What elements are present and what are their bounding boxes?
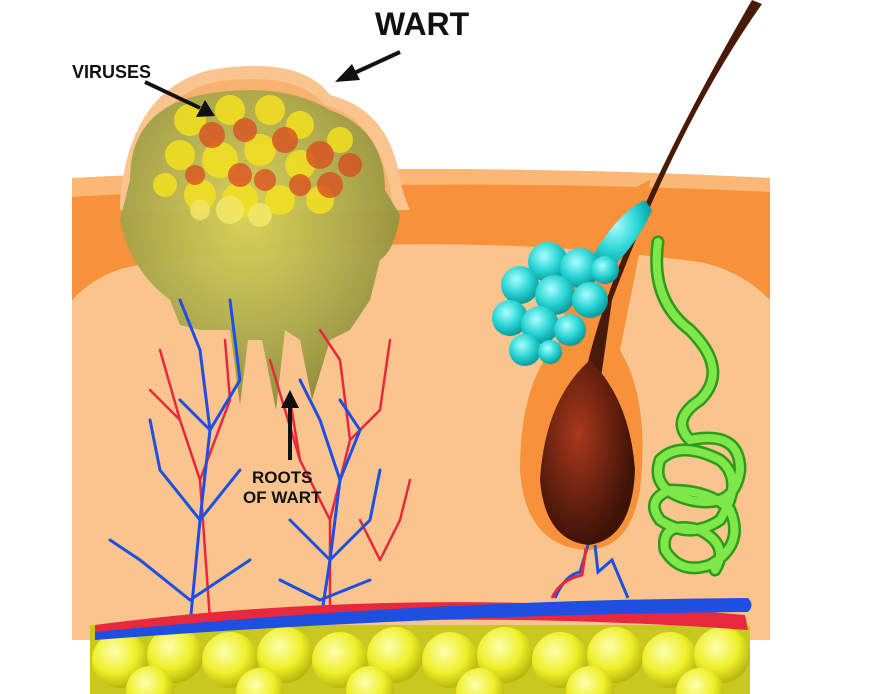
fat-layer bbox=[90, 625, 750, 694]
capillaries bbox=[108, 298, 412, 627]
sebaceous-gland bbox=[492, 200, 652, 366]
hair-papilla-vessels bbox=[553, 544, 630, 599]
label-wart: WART bbox=[375, 6, 470, 42]
arrows bbox=[144, 50, 401, 460]
label-roots-of-wart: ROOTS OF WART bbox=[243, 468, 322, 507]
hair-bulb bbox=[540, 360, 635, 545]
virus-cluster bbox=[153, 95, 362, 227]
vein bbox=[95, 598, 752, 640]
label-viruses: VIRUSES bbox=[72, 62, 152, 82]
sweat-gland bbox=[647, 235, 747, 577]
